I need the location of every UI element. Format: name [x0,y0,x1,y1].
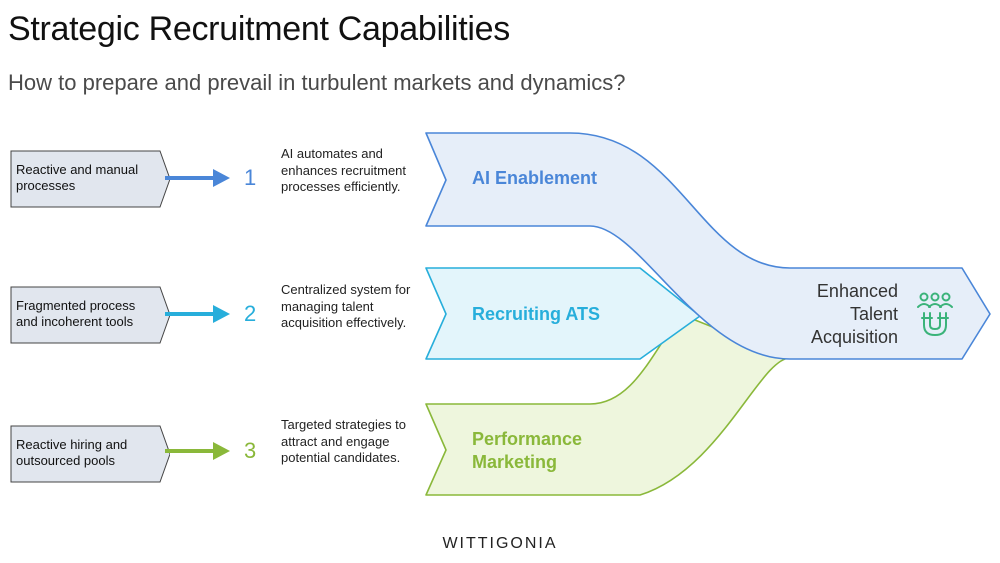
capability-label-3: Performance Marketing [472,429,583,472]
problem-box-1-shape [10,150,170,208]
problem-box-2: Fragmented process and incoherent tools [10,286,170,344]
problem-box-3-shape [10,425,170,483]
ribbon-recruiting-ats [425,267,701,360]
problem-box-2-shape [10,286,170,344]
capability-label-1: AI Enablement [472,168,598,188]
brand-logo: WITTIGONIA [442,535,558,552]
description-1: AI automates and enhances recruitment pr… [281,146,407,194]
page-title: Strategic Recruitment Capabilities [8,10,510,48]
problem-box-3: Reactive hiring and outsourced pools [10,425,170,483]
step-number-2: 2 [244,301,257,326]
arrow-1 [165,169,230,187]
arrow-3 [165,442,230,460]
ribbon-ai-enablement [425,132,991,360]
step-number-1: 1 [244,165,257,190]
step-number-3: 3 [244,438,257,463]
page-subtitle: How to prepare and prevail in turbulent … [8,70,626,95]
problem-box-1: Reactive and manual processes [10,150,170,208]
problem-label-1: Reactive and manual processes [16,162,139,193]
description-3: Targeted strategies to attract and engag… [281,417,407,465]
description-2: Centralized system for managing talent a… [281,282,411,330]
capability-label-2: Recruiting ATS [472,304,601,324]
problem-label-3: Reactive hiring and outsourced pools [16,437,128,468]
arrow-2 [165,305,230,323]
result-label: Enhanced Talent Acquisition [810,281,898,347]
team-magnet-icon [917,292,953,337]
problem-label-2: Fragmented process and incoherent tools [16,298,136,329]
